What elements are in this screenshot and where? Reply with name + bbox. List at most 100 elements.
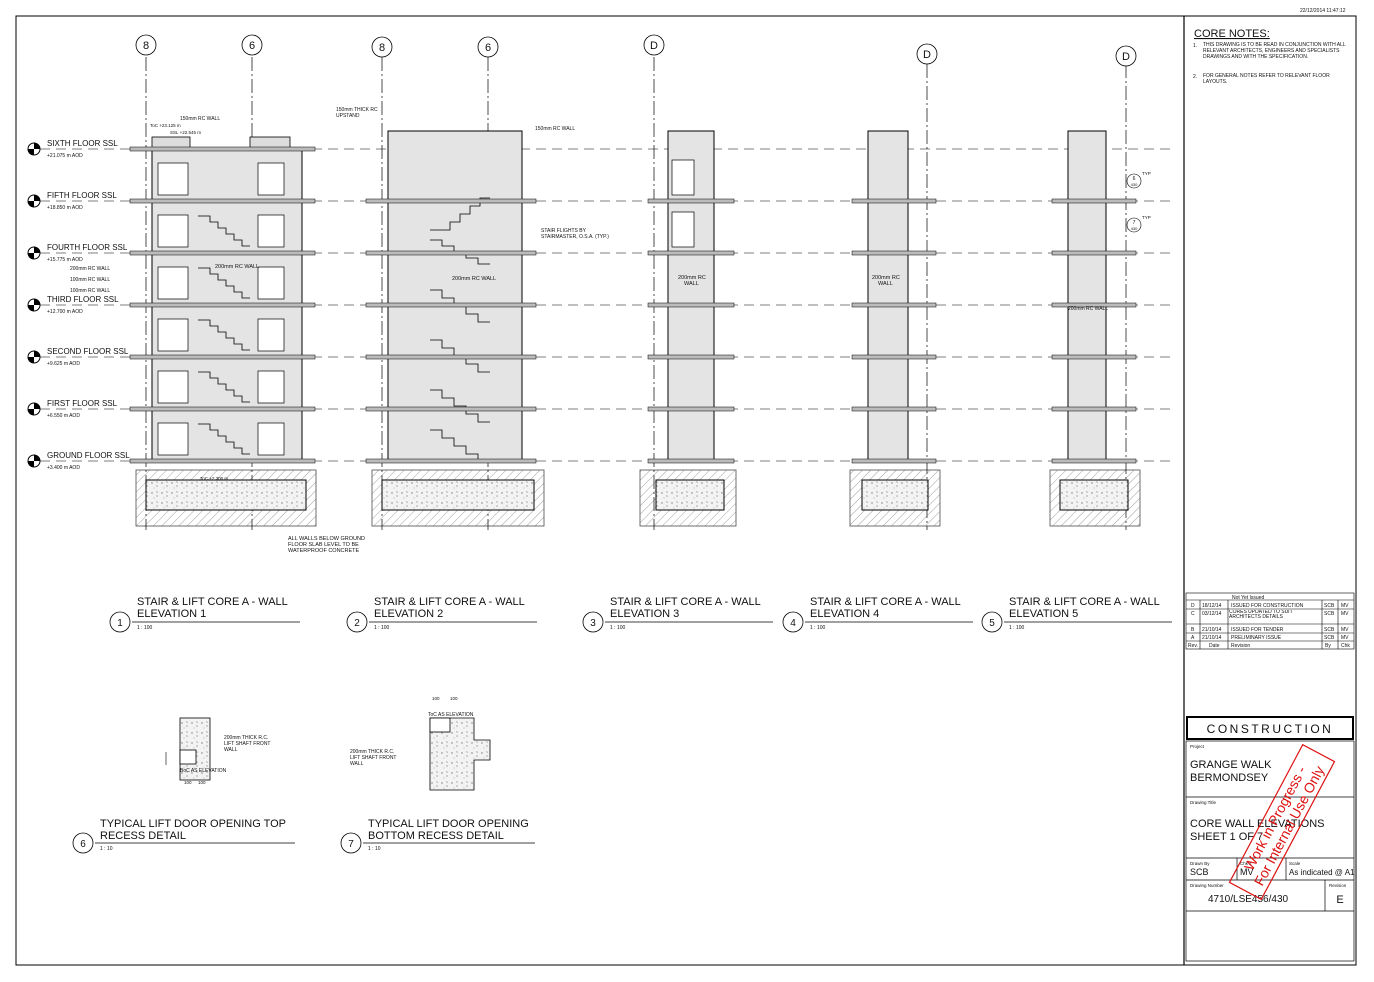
- e1-below-ground-3: WATERPROOF CONCRETE: [288, 548, 360, 554]
- rev-d-by: SCB: [1324, 603, 1335, 609]
- rev-a-desc: PRELIMINARY ISSUE: [1231, 635, 1282, 641]
- e4-title-scale: 1 : 100: [810, 625, 826, 631]
- d6-note-1: 200mm THICK R.C.: [224, 735, 268, 741]
- e4-title-num: 4: [790, 618, 796, 629]
- level-label-first: FIRST FLOOR SSL: [47, 399, 118, 408]
- level-aod-first: +6.550 m AOD: [47, 413, 80, 419]
- rev-b-chk: MV: [1341, 627, 1349, 633]
- d7-dim-2: 100: [450, 696, 458, 701]
- title-block: CORE NOTES: 1. THIS DRAWING IS TO BE REA…: [1185, 28, 1355, 962]
- d7-dim-1: 100: [432, 696, 440, 701]
- level-aod-fifth: +18.850 m AOD: [47, 205, 83, 211]
- rev-c-date: 03/12/14: [1202, 611, 1222, 617]
- grid-label-6a: 6: [249, 40, 255, 52]
- rev-a-by: SCB: [1324, 635, 1335, 641]
- e4-title-1: STAIR & LIFT CORE A - WALL: [810, 596, 961, 608]
- e1-below-ground-2: FLOOR SLAB LEVEL TO BE: [288, 542, 359, 548]
- e5-title-scale: 1 : 100: [1009, 625, 1025, 631]
- e5-tag-6-sheet: 430: [1131, 182, 1138, 187]
- e1-toc-base: ToC +2.300 m: [200, 476, 228, 481]
- rev-b-rev: B: [1191, 627, 1195, 633]
- level-aod-second: +9.625 m AOD: [47, 361, 80, 367]
- rev-a-date: 21/10/14: [1202, 635, 1222, 641]
- grid-bubble-d3: [643, 34, 665, 56]
- level-aod-fourth: +15.775 m AOD: [47, 257, 83, 263]
- e1-wall-200-note: 200mm RC WALL: [215, 264, 259, 270]
- grid-bubble-6b: [477, 36, 499, 58]
- d7-toc-note: ToC AS ELEVATION: [428, 712, 474, 718]
- e1-title-2: ELEVATION 1: [137, 608, 206, 620]
- elevation-1-drawing: 150mm RC WALL ToC +23.125 m SSL +22.545 …: [70, 116, 365, 554]
- drawn-by-value: SCB: [1190, 867, 1209, 877]
- e1-wall-note-b: 100mm RC WALL: [70, 277, 110, 283]
- d7-note-1: 200mm THICK R.C.: [350, 749, 394, 755]
- drawing-number-value: 4710/LSE456/430: [1208, 894, 1289, 905]
- rev-header-chk: Chk: [1341, 643, 1350, 649]
- rev-top-note: Not Yet Issued: [1232, 595, 1264, 601]
- drawing-number-label: Drawing Number: [1190, 883, 1224, 888]
- grid-label-d4: D: [923, 49, 931, 61]
- e1-title-scale: 1 : 100: [137, 625, 153, 631]
- grid-label-8b: 8: [379, 42, 385, 54]
- core-note-2-num: 2.: [1193, 74, 1197, 80]
- d6-title-2: RECESS DETAIL: [100, 830, 186, 842]
- drawing-title-label: Drawing Title: [1190, 800, 1217, 805]
- level-aod-sixth: +21.075 m AOD: [47, 153, 83, 159]
- e1-title-1: STAIR & LIFT CORE A - WALL: [137, 596, 288, 608]
- d6-dim-2: 100: [198, 780, 206, 785]
- level-markers: [27, 142, 41, 468]
- e3-title-1: STAIR & LIFT CORE A - WALL: [610, 596, 761, 608]
- e5-title-1: STAIR & LIFT CORE A - WALL: [1009, 596, 1160, 608]
- rev-b-date: 21/10/14: [1202, 627, 1222, 633]
- detail-7-drawing: ToC AS ELEVATION 100 100 200mm THICK R.C…: [350, 696, 491, 791]
- d6-boc-note: BoC AS ELEVATION: [180, 768, 227, 774]
- d6-dim-1: 100: [184, 780, 192, 785]
- e5-title-2: ELEVATION 5: [1009, 608, 1078, 620]
- e2-stairs-note-1: STAIR FLIGHTS BY: [541, 228, 587, 234]
- rev-c-desc: CORES UPDATED TO SUIT ARCHITECTS DETAILS: [1229, 610, 1293, 620]
- rev-b-by: SCB: [1324, 627, 1335, 633]
- checked-value: MV: [1240, 867, 1254, 877]
- revision-label: Revision: [1329, 883, 1347, 888]
- e5-wall-note: 200mm RC WALL: [1068, 306, 1108, 312]
- sheet-border: [15, 15, 1357, 966]
- e2-title-2: ELEVATION 2: [374, 608, 443, 620]
- e3-title-scale: 1 : 100: [610, 625, 626, 631]
- revision-value: E: [1336, 894, 1343, 906]
- rev-c-desc-wrap: CORES UPDATED TO SUIT ARCHITECTS DETAILS: [1229, 610, 1293, 620]
- level-label-sixth: SIXTH FLOOR SSL: [47, 139, 118, 148]
- rev-a-chk: MV: [1341, 635, 1349, 641]
- project-line-2: BERMONDSEY: [1190, 772, 1269, 784]
- rev-header-desc: Revision: [1231, 643, 1250, 649]
- e2-upstand-1: 150mm THICK RC: [336, 107, 378, 113]
- rev-header-date: Date: [1209, 643, 1220, 649]
- grid-label-d3: D: [650, 40, 658, 52]
- e1-toc-top: ToC +23.125 m: [150, 123, 181, 128]
- e2-top-wall-note: 150mm RC WALL: [535, 126, 575, 132]
- e2-title-num: 2: [354, 618, 360, 629]
- project-line-1: GRANGE WALK: [1190, 759, 1272, 771]
- grid-label-6b: 6: [485, 42, 491, 54]
- rev-d-chk: MV: [1341, 603, 1349, 609]
- d7-note-3: WALL: [350, 761, 364, 767]
- level-label-third: THIRD FLOOR SSL: [47, 295, 119, 304]
- grid-bubble-d5: [1115, 45, 1137, 67]
- project-label: Project: [1190, 744, 1205, 749]
- d6-title-1: TYPICAL LIFT DOOR OPENING TOP: [100, 818, 286, 830]
- e5-tag-6: [1126, 173, 1142, 189]
- d6-note-3: WALL: [224, 747, 238, 753]
- e3-title-2: ELEVATION 3: [610, 608, 679, 620]
- rev-b-desc: ISSUED FOR TENDER: [1231, 627, 1284, 633]
- level-aod-ground: +3.400 m AOD: [47, 465, 80, 471]
- e4-title-2: ELEVATION 4: [810, 608, 879, 620]
- core-note-2: FOR GENERAL NOTES REFER TO RELEVANT FLOO…: [1203, 73, 1330, 85]
- e4-wall-note-2: WALL: [878, 281, 893, 287]
- rev-d-desc: ISSUED FOR CONSTRUCTION: [1231, 603, 1304, 609]
- grid-label-d5: D: [1122, 51, 1130, 63]
- grid-bubble-8a: [135, 34, 157, 56]
- detail-6-drawing: 200mm THICK R.C. LIFT SHAFT FRONT WALL B…: [165, 717, 270, 785]
- rev-a-rev: A: [1191, 635, 1195, 641]
- drawing-title-line-1: CORE WALL ELEVATIONS: [1190, 818, 1324, 830]
- e2-title-scale: 1 : 100: [374, 625, 390, 631]
